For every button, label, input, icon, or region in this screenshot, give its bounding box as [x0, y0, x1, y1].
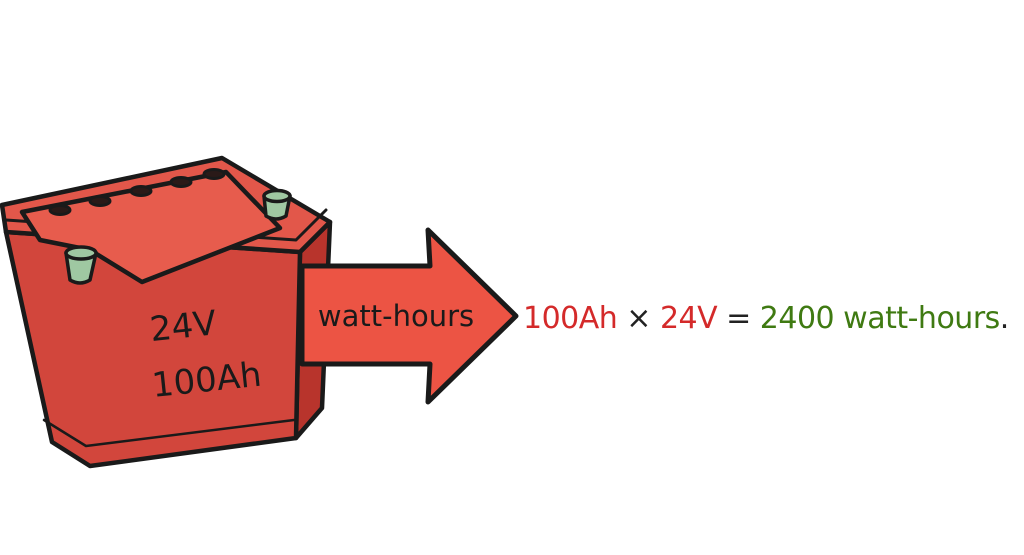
- conversion-arrow: [299, 227, 519, 405]
- arrow-label: watt-hours: [318, 299, 474, 333]
- equation-period: .: [999, 300, 1010, 336]
- multiply-sign: ×: [626, 300, 651, 336]
- battery-voltage-label: 24V: [148, 303, 218, 350]
- equation-amp-hours: 100Ah: [523, 300, 618, 336]
- battery-front-seam: [42, 418, 296, 448]
- equals-sign: =: [726, 300, 751, 336]
- battery-terminal-positive: [64, 245, 98, 285]
- equation-result: 2400 watt-hours: [759, 300, 1001, 336]
- equation-voltage: 24V: [659, 300, 718, 336]
- watt-hours-equation: 100Ah × 24V = 2400 watt-hours .: [523, 296, 1009, 340]
- battery-terminal-negative: [262, 188, 292, 221]
- battery-lid-edge: [38, 226, 282, 284]
- battery-vent-caps: [48, 168, 226, 216]
- battery-illustration: [0, 155, 333, 469]
